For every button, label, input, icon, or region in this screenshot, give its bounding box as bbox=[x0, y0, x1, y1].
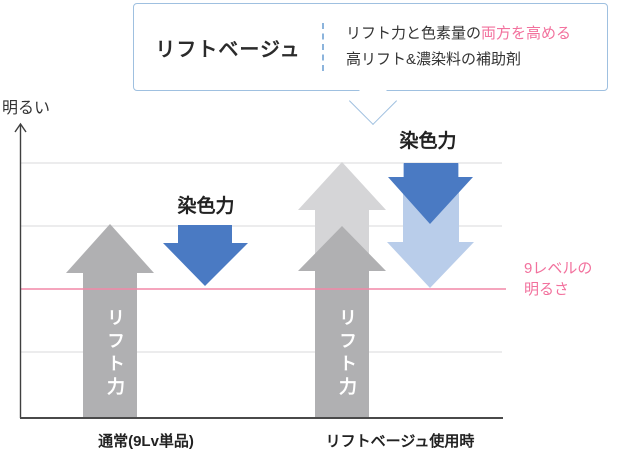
y-axis-label: 明るい bbox=[2, 100, 51, 117]
description-line1-prefix: リフト力と色素量の bbox=[346, 25, 482, 42]
dye-power-arrow-boosted bbox=[388, 163, 473, 224]
dye-power-label-boosted: 染色力 bbox=[399, 131, 457, 152]
callout-title: リフトベージュ bbox=[155, 38, 301, 61]
callout-description: リフト力と色素量の両方を高める 高リフト&濃染料の補助剤 bbox=[324, 21, 571, 73]
callout-description-line1: リフト力と色素量の両方を高める bbox=[346, 21, 571, 47]
lift-power-arrow-boosted bbox=[298, 226, 386, 417]
level9-reference-label-line1: 9レベルの bbox=[524, 260, 593, 277]
level9-reference-label: 9レベルの 明るさ bbox=[524, 258, 592, 300]
y-axis bbox=[14, 122, 27, 418]
callout-box: リフトベージュ リフト力と色素量の両方を高める 高リフト&濃染料の補助剤 bbox=[133, 3, 608, 91]
level9-reference-label-line2: 明るさ bbox=[524, 281, 570, 298]
callout-description-line2: 高リフト&濃染料の補助剤 bbox=[346, 51, 522, 68]
description-line1-highlight: 両方を高める bbox=[481, 25, 572, 42]
lift-power-label-normal: リフト力 bbox=[105, 308, 125, 400]
y-axis-arrowhead bbox=[14, 122, 27, 133]
x-label-normal: 通常(9Lv単品) bbox=[98, 433, 194, 450]
lift-power-arrow-normal bbox=[66, 224, 154, 417]
callout-divider bbox=[322, 23, 324, 71]
lift-power-label-boosted: リフト力 bbox=[337, 308, 357, 400]
dye-power-arrow-normal bbox=[163, 225, 248, 286]
x-label-boosted: リフトベージュ使用時 bbox=[325, 433, 475, 450]
dye-power-label-normal: 染色力 bbox=[177, 196, 235, 217]
